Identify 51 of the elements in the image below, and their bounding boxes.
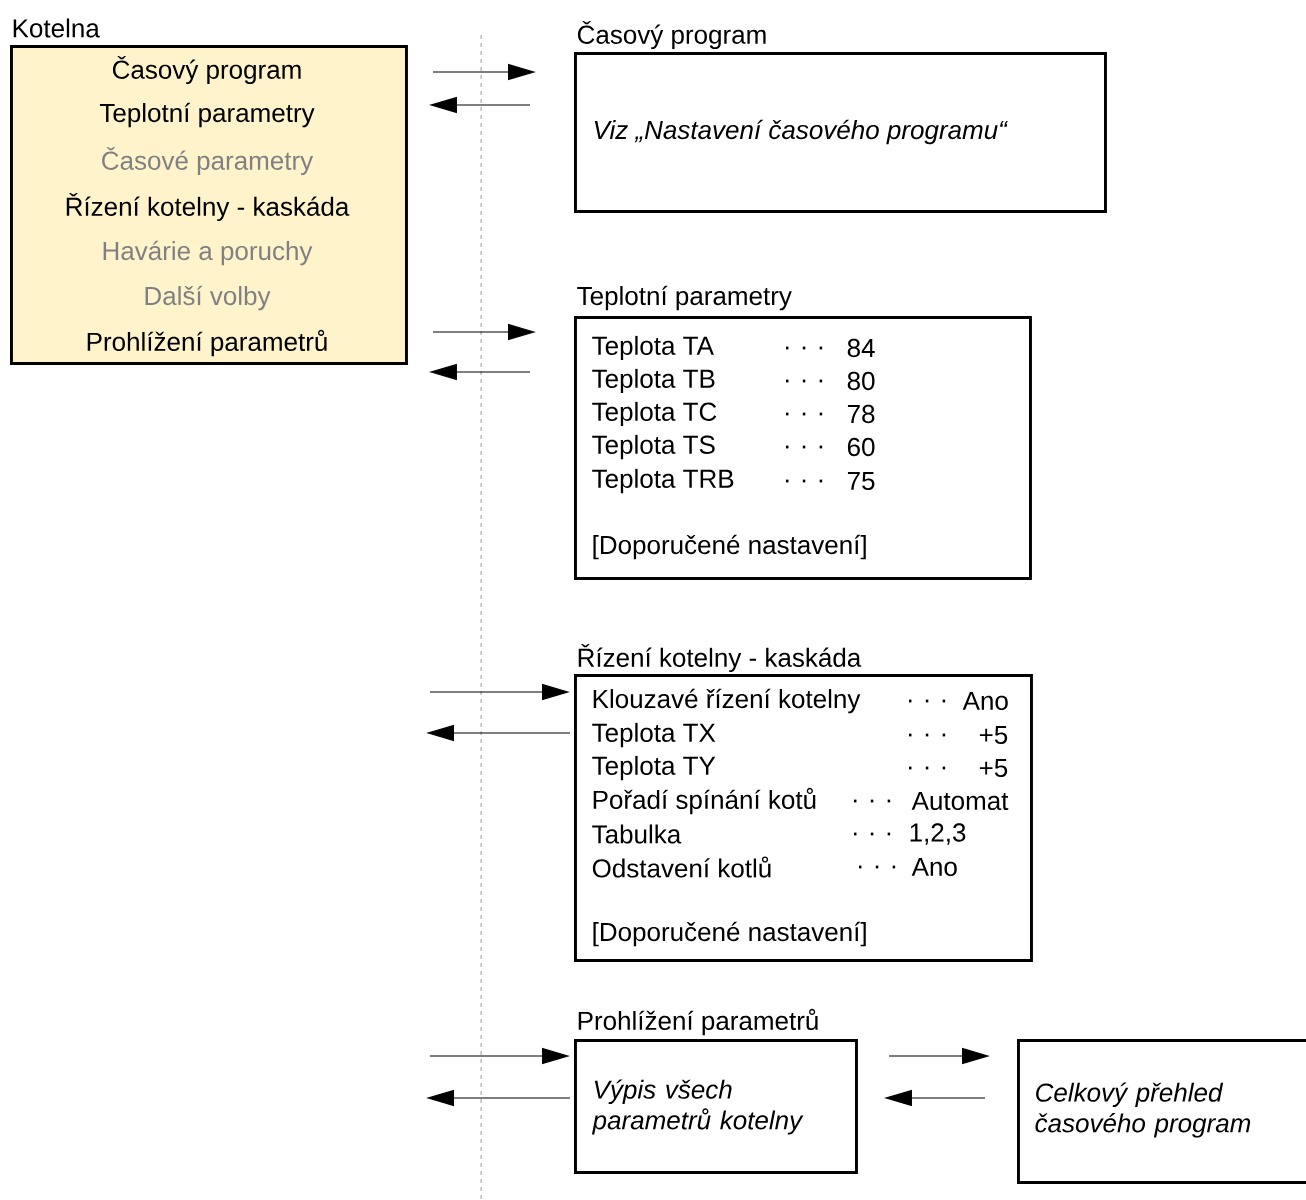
menu-item: Časový program [112,55,301,85]
parameter-name: Teplota TA [592,335,714,361]
parameter-value: Automat [911,791,1009,811]
leader-dots: . . . [908,699,946,703]
menu-item: Teplotní parametry [99,102,315,128]
parameter-value: Ano [911,857,957,877]
leader-dots: . . . [858,865,896,869]
leader-dots: . . . [785,346,823,350]
parameter-value: +5 [979,725,1008,745]
parameter-name: Odstavení kotlů [592,856,771,878]
parameter-name: Tabulka [592,824,682,844]
parameter-value: 1,2,3 [910,823,966,845]
leader-dots: . . . [908,766,946,770]
parameter-box [1017,1039,1306,1184]
leader-dots: . . . [785,479,823,483]
leader-dots: . . . [853,799,891,803]
parameter-name: Klouzavé řízení kotelny [593,688,861,714]
box-heading: Kotelna [13,18,100,38]
leader-dots: . . . [785,445,823,449]
parameter-value: 75 [847,471,875,491]
footer-text: [Doporučené nastavení] [593,534,866,560]
menu-item: Havárie a poruchy [103,240,313,266]
body-text: Celkový přehled časového program [1035,1082,1251,1138]
parameter-value: 84 [847,338,875,358]
menu-item: Řízení kotelny - kaskáda [66,192,350,222]
parameter-name: Teplota TB [592,368,715,394]
leader-dots: . . . [785,412,823,416]
parameter-value: 80 [847,371,875,391]
leader-dots: . . . [853,832,891,836]
parameter-name: Teplota TS [592,434,715,460]
parameter-value: +5 [979,758,1008,778]
menu-item: Prohlížení parametrů [87,329,327,357]
leader-dots: . . . [785,379,823,383]
parameter-value: Ano [962,691,1008,711]
parameter-name: Teplota TC [592,401,717,427]
parameter-value: 60 [847,437,875,457]
menu-item: Další volby [145,285,271,311]
footer-text: [Doporučené nastavení] [593,921,866,947]
parameter-name: Teplota TX [592,722,716,748]
box-heading: Časový program [577,20,766,50]
leader-dots: . . . [908,733,946,737]
body-text: Výpis všech parametrů kotelny [591,1079,804,1135]
box-heading: Řízení kotelny - kaskáda [578,643,862,673]
box-heading: Prohlížení parametrů [578,1008,818,1036]
parameter-name: Teplota TY [592,755,716,781]
parameter-name: Pořadí spínání kotů [593,787,816,815]
box-heading: Teplotní parametry [577,285,792,311]
parameter-name: Teplota TRB [592,468,734,494]
menu-item: Časové parametry [102,146,314,176]
parameter-value: 78 [847,404,875,424]
body-text: Viz „Nastavení časového programu“ [594,119,1008,145]
